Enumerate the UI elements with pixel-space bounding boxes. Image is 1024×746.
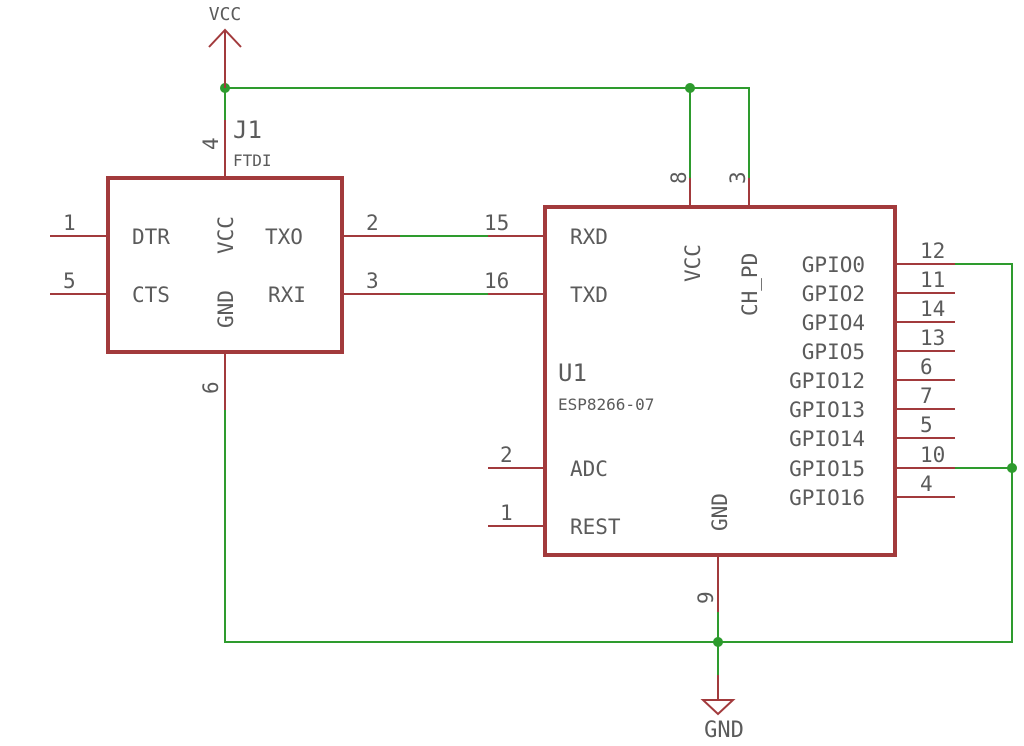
u1-pin-num-gpio4: 14: [920, 297, 945, 321]
j1-value: FTDI: [233, 151, 272, 170]
j1-pin-label-cts: CTS: [132, 283, 170, 307]
u1-pin-num-gpio15: 10: [920, 443, 945, 467]
j1-component: J1 FTDI 1 DTR 5 CTS 4 VCC 6 GND 2 TXO 3 …: [50, 116, 400, 410]
j1-pin-num-txo: 2: [366, 211, 379, 235]
j1-pin-label-rxi: RXI: [268, 283, 306, 307]
j1-pin-label-gnd: GND: [214, 290, 238, 328]
u1-pin-num-gnd: 9: [694, 591, 718, 604]
vcc-symbol: VCC: [208, 4, 242, 88]
vcc-power-label: VCC: [209, 4, 242, 25]
u1-pin-num-gpio14: 5: [920, 413, 933, 437]
u1-pin-label-gpio4: GPIO4: [802, 311, 865, 335]
wires: [220, 83, 1017, 675]
u1-pin-num-vcc: 8: [667, 171, 691, 184]
u1-pin-label-gpio12: GPIO12: [789, 369, 865, 393]
u1-pin-label-gpio5: GPIO5: [802, 340, 865, 364]
junction-gnd: [713, 637, 723, 647]
u1-pin-num-ch-pd: 3: [726, 171, 750, 184]
u1-pin-label-vcc: VCC: [681, 244, 705, 282]
u1-pin-num-gpio0: 12: [920, 239, 945, 263]
u1-pin-label-gpio13: GPIO13: [789, 398, 865, 422]
j1-pin-num-cts: 5: [63, 269, 76, 293]
u1-ref: U1: [558, 359, 587, 387]
u1-pin-num-txd: 16: [484, 269, 509, 293]
u1-pin-label-gpio14: GPIO14: [789, 427, 865, 451]
u1-pin-num-gpio2: 11: [920, 268, 945, 292]
u1-pin-label-gpio15: GPIO15: [789, 457, 865, 481]
j1-pin-label-vcc: VCC: [214, 216, 238, 254]
u1-component: U1 ESP8266-07 15 RXD 16 TXD 2 ADC 1 REST…: [484, 171, 955, 612]
u1-pin-label-adc: ADC: [570, 457, 608, 481]
j1-pin-num-dtr: 1: [63, 211, 76, 235]
u1-pin-label-gpio0: GPIO0: [802, 253, 865, 277]
u1-pin-label-ch-pd: CH_PD: [738, 253, 762, 316]
j1-pin-label-txo: TXO: [265, 225, 303, 249]
gnd-net-wire: [224, 263, 1013, 643]
j1-pin-num-vcc: 4: [199, 137, 223, 150]
j1-pin-num-rxi: 3: [366, 269, 379, 293]
u1-pin-label-rest: REST: [570, 515, 621, 539]
u1-right-pins: 12 GPIO0 11 GPIO2 14 GPIO4 13 GPIO5 6 GP…: [789, 239, 955, 510]
u1-pin-label-txd: TXD: [570, 283, 608, 307]
u1-value: ESP8266-07: [558, 395, 654, 414]
j1-pin-num-gnd: 6: [199, 381, 223, 394]
u1-pin-label-gpio16: GPIO16: [789, 486, 865, 510]
vcc-bus-wire: [225, 87, 750, 178]
u1-pin-num-adc: 2: [500, 443, 513, 467]
u1-pin-num-gpio13: 7: [920, 384, 933, 408]
j1-ref: J1: [233, 116, 262, 144]
junction-gpio15: [1007, 463, 1017, 473]
u1-pin-label-gnd: GND: [708, 493, 732, 531]
gnd-symbol: GND: [700, 675, 744, 743]
u1-pin-num-rest: 1: [500, 501, 513, 525]
j1-pin-label-dtr: DTR: [132, 225, 170, 249]
u1-pin-label-rxd: RXD: [570, 225, 608, 249]
gnd-power-label: GND: [704, 718, 744, 743]
u1-pin-num-rxd: 15: [484, 211, 509, 235]
u1-pin-label-gpio2: GPIO2: [802, 282, 865, 306]
u1-pin-num-gpio12: 6: [920, 355, 933, 379]
u1-pin-num-gpio5: 13: [920, 326, 945, 350]
junction-vcc-u1: [685, 83, 695, 93]
u1-pin-num-gpio16: 4: [920, 472, 933, 496]
